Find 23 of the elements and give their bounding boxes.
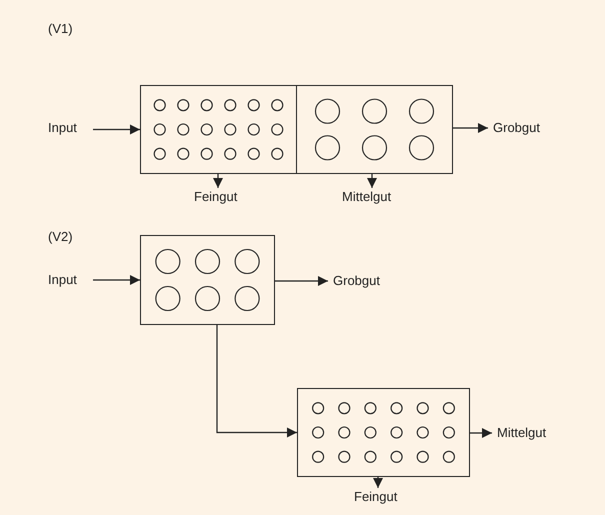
arrow: [470, 428, 492, 438]
output-label: Mittelgut: [492, 424, 564, 442]
sieve-deck: [140, 85, 297, 174]
sieve-deck: [296, 85, 453, 174]
arrow: [453, 123, 488, 133]
output-label: Feingut: [349, 488, 407, 506]
output-label: Input: [43, 119, 93, 137]
output-label: Input: [43, 271, 93, 289]
output-label: Grobgut: [488, 119, 550, 137]
arrow: [216, 325, 297, 438]
arrow: [367, 174, 377, 188]
sieve-deck: [140, 235, 275, 325]
arrow: [373, 477, 383, 488]
output-label: Feingut: [189, 188, 247, 206]
output-label: Mittelgut: [337, 188, 407, 206]
variant-label: (V1): [48, 20, 73, 38]
sieve-deck: [297, 388, 470, 477]
arrow: [275, 276, 328, 286]
variant-label: (V2): [48, 228, 73, 246]
arrow: [93, 275, 140, 285]
arrow: [213, 174, 223, 188]
arrow: [93, 124, 140, 134]
output-label: Grobgut: [328, 272, 390, 290]
